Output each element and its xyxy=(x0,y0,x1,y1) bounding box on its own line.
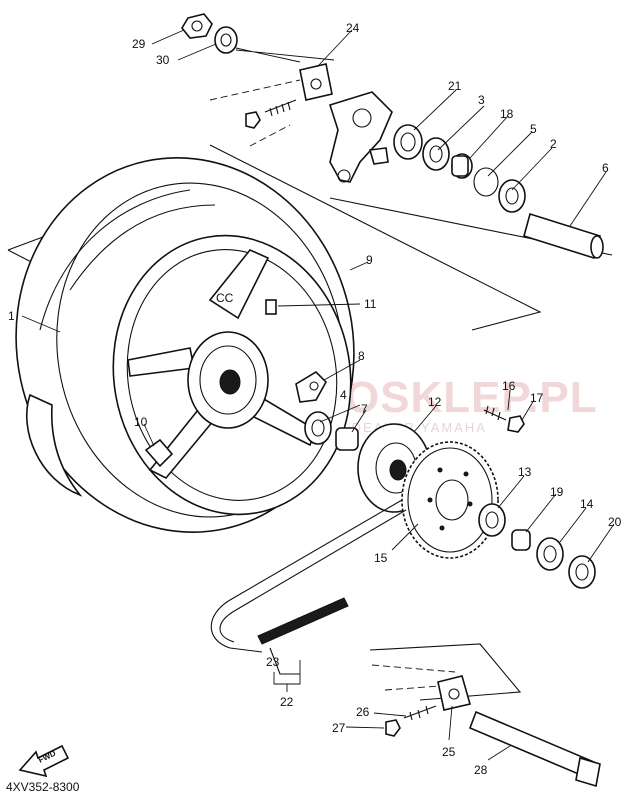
callout-26: 26 xyxy=(356,705,370,719)
lower-adjuster-plane xyxy=(369,643,522,701)
callout-9: 9 xyxy=(366,253,373,267)
damper-8 xyxy=(295,370,327,403)
callout-20: 20 xyxy=(608,515,622,529)
nut-small-upper xyxy=(245,111,261,129)
bolt-16 xyxy=(483,405,507,421)
nut-17 xyxy=(507,415,525,433)
rear-sprocket-15 xyxy=(401,441,499,559)
callout-15: 15 xyxy=(374,551,388,565)
callout-28: 28 xyxy=(474,763,488,777)
callout-19: 19 xyxy=(550,485,564,499)
callout-29: 29 xyxy=(132,37,146,51)
callout-13: 13 xyxy=(518,465,532,479)
callout-16: 16 xyxy=(502,379,516,393)
oil-seal-14 xyxy=(536,537,564,571)
callout-30: 30 xyxy=(156,53,170,67)
drive-chain-22 xyxy=(210,499,407,653)
washer-30 xyxy=(214,26,238,54)
circlip-5 xyxy=(473,167,499,197)
callout-8: 8 xyxy=(358,349,365,363)
callout-3: 3 xyxy=(478,93,485,107)
oil-seal-21 xyxy=(393,124,423,160)
callout-5: 5 xyxy=(530,122,537,136)
chain-adjuster-24 xyxy=(209,63,333,147)
callout-21: 21 xyxy=(448,79,462,93)
collar-19 xyxy=(511,529,531,551)
callout-24: 24 xyxy=(346,21,360,35)
collar-7 xyxy=(335,427,359,451)
callout-27: 27 xyxy=(332,721,346,735)
leader-lines xyxy=(21,29,615,761)
nut-29 xyxy=(181,13,213,39)
rear-axle-28 xyxy=(468,710,601,788)
chain-adjuster-25 xyxy=(437,675,472,711)
callout-7: 7 xyxy=(361,402,368,416)
bearing-13 xyxy=(478,503,506,537)
callout-10: 10 xyxy=(134,415,148,429)
bearing-4 xyxy=(304,411,332,445)
master-link-23 xyxy=(269,647,300,675)
callout-1: 1 xyxy=(8,309,15,323)
callout-6: 6 xyxy=(602,161,609,175)
callout-labels: 1 2 3 4 5 6 7 8 9 10 11 12 13 14 15 16 1… xyxy=(8,21,622,777)
callout-2: 2 xyxy=(550,137,557,151)
drawing-code: 4XV352-8300 xyxy=(6,780,80,794)
bearing-2 xyxy=(498,179,526,213)
svg-text:CC: CC xyxy=(216,291,234,305)
callout-22: 22 xyxy=(280,695,294,709)
oil-seal-20 xyxy=(568,555,596,589)
callout-25: 25 xyxy=(442,745,456,759)
callout-14: 14 xyxy=(580,497,594,511)
adjust-bolt-26 xyxy=(403,705,437,721)
callout-12: 12 xyxy=(428,395,442,409)
collar-18 xyxy=(451,153,473,179)
balance-weight-11 xyxy=(265,299,277,315)
callout-11: 11 xyxy=(364,297,377,311)
callout-17: 17 xyxy=(530,391,544,405)
callout-23: 23 xyxy=(266,655,280,669)
caliper-bracket xyxy=(328,91,393,183)
valve-10 xyxy=(144,438,174,468)
axle-plane-outline xyxy=(209,144,542,331)
forward-arrow-icon: FWD xyxy=(18,744,70,778)
nut-27 xyxy=(385,719,401,737)
callout-18: 18 xyxy=(500,107,514,121)
spacer-tube-6 xyxy=(523,212,604,260)
callout-4: 4 xyxy=(340,388,347,402)
